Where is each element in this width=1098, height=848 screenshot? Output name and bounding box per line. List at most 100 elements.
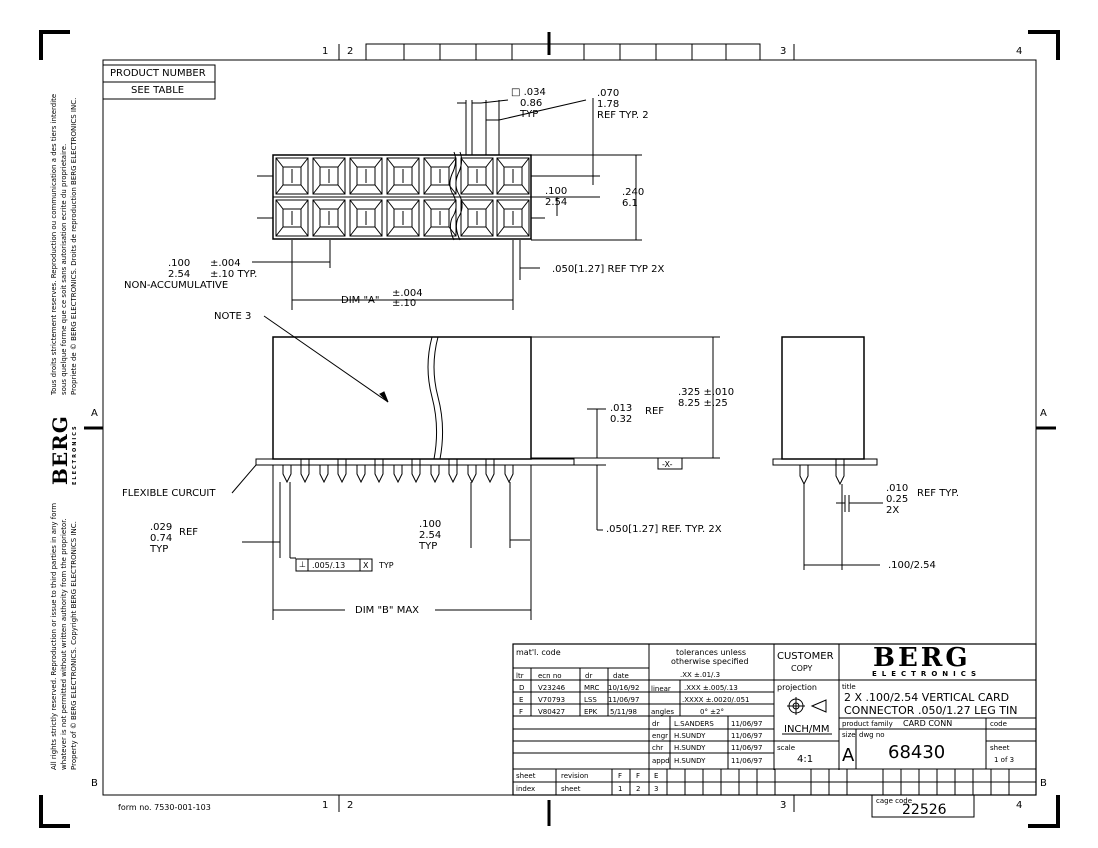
dim-pin-pitch-1: .100 [419, 519, 442, 530]
dim-a-tol2: ±.10 [392, 298, 417, 309]
dim-ref029-3: TYP [150, 544, 169, 555]
dim-pin-pitch-3: TYP [419, 541, 438, 552]
rev-sheet-num: 3 [654, 785, 659, 793]
dim-b: DIM "B" MAX [355, 605, 420, 616]
zone-right-a: A [1040, 408, 1047, 419]
flexible-circuit-label: FLEXIBLE CURCUIT [122, 488, 216, 499]
customer-label-1: CUSTOMER [777, 651, 834, 662]
zone-bottom-2: 2 [347, 800, 354, 811]
margin-text-fr-2: sous quelque forme que ce soit sans auto… [60, 143, 68, 395]
signoff-date: 11/06/97 [731, 757, 763, 765]
dim-a: DIM "A" [341, 295, 380, 306]
margin-text-en-2: whatever is not permitted without writte… [60, 518, 68, 770]
top-view-contacts [275, 157, 530, 237]
rev-letter: E [654, 772, 659, 780]
rev-row-ecn: V80427 [538, 708, 566, 716]
dim-pitch-left-1: .100 [168, 258, 191, 269]
rev-letter: F [636, 772, 641, 780]
corner-mark-tr [1028, 30, 1060, 60]
dim-ref010-3: 2X [886, 505, 900, 516]
units-label: INCH/MM [784, 724, 830, 735]
rev-header-ltr: ltr [516, 672, 524, 680]
rev-header-date: date [613, 672, 629, 680]
tol-header-1: tolerances unless [676, 648, 747, 657]
dim-height-in: .240 [622, 187, 645, 198]
rev-row-date: 10/16/92 [608, 684, 640, 692]
dim-ref050-top: .050[1.27] REF TYP 2X [552, 264, 665, 275]
zone-bottom-1: 1 [322, 800, 329, 811]
sheet-value: 1 of 3 [994, 756, 1015, 764]
corner-mark-br [1028, 795, 1060, 828]
customer-label-2: COPY [791, 664, 813, 673]
zone-top-4: 4 [1016, 46, 1023, 57]
dim-ref029-ref: REF [179, 527, 199, 538]
rev-row-dr: LSS [584, 696, 597, 704]
title-label: title [842, 683, 856, 691]
projection-label: projection [777, 683, 817, 692]
signoff-date: 11/06/97 [731, 720, 763, 728]
signoff-date: 11/06/97 [731, 744, 763, 752]
rev-sheet-label: sheet [561, 785, 581, 793]
index-label: index [516, 785, 536, 793]
dim-a-tol1: ±.004 [392, 288, 423, 299]
fcf-datum: X [363, 561, 369, 570]
signoff-role: engr [652, 732, 669, 740]
cage-code-value: 22526 [902, 802, 947, 818]
scale-label: scale [777, 744, 796, 752]
drawing-border [102, 59, 1037, 796]
matl-code-label: mat'l. code [516, 648, 561, 657]
dim-non-accum: NON-ACCUMULATIVE [124, 280, 229, 291]
dim-ref070-3: REF TYP. 2 [597, 110, 649, 121]
dim-pitch-mm: 2.54 [545, 197, 568, 208]
dim-ref070-2: 1.78 [597, 99, 620, 110]
dim-ref029-1: .029 [150, 522, 173, 533]
zone-left-a: A [91, 408, 98, 419]
signoff-name: H.SUNDY [674, 757, 706, 765]
dim-square-1: □ .034 [511, 87, 546, 98]
note-3-label: NOTE 3 [214, 311, 252, 322]
product-family-label: product family [842, 720, 893, 728]
zone-bottom-3: 3 [780, 800, 787, 811]
title-line-2: CONNECTOR .050/1.27 LEG TIN [844, 704, 1018, 717]
dim-h325-1: .325 ±.010 [678, 387, 735, 398]
dim-pitch-left-tol2: ±.10 TYP. [210, 269, 258, 280]
zone-bottom-4: 4 [1016, 800, 1023, 811]
signoff-date: 11/06/97 [731, 732, 763, 740]
side-view-outline [781, 336, 865, 460]
tol-xxxx: .XXXX ±.0020/.051 [682, 696, 750, 704]
rev-row-ecn: V70793 [538, 696, 566, 704]
dim-pitch-left-2: 2.54 [168, 269, 191, 280]
dim-ref013-ref: REF [645, 406, 665, 417]
rev-row-ltr: D [519, 684, 525, 692]
signoff-role: chr [652, 744, 664, 752]
fcf-symbol: ⊥ [299, 560, 306, 569]
dim-square-3: TYP [520, 109, 539, 120]
rev-row-dr: EPK [584, 708, 598, 716]
datum-x: -X- [662, 460, 673, 469]
dim-side-pitch: .100/2.54 [888, 560, 936, 571]
sheet-index-label: sheet [516, 772, 536, 780]
dim-pin-pitch-2: 2.54 [419, 530, 442, 541]
berg-logo: BERG [873, 643, 971, 673]
product-number-value: SEE TABLE [131, 85, 185, 96]
tol-header-2: otherwise specified [671, 657, 749, 666]
rev-letter: F [618, 772, 623, 780]
signoff-name: H.SUNDY [674, 744, 706, 752]
rev-header-ecn: ecn no [538, 672, 562, 680]
tol-xxx: .XXX ±.005/.13 [684, 684, 738, 692]
margin-berg-logo: BERG [48, 415, 72, 485]
rev-row-ecn: V23246 [538, 684, 566, 692]
tol-xx: .XX ±.01/.3 [680, 671, 721, 679]
dim-pitch-in: .100 [545, 186, 568, 197]
dim-h325-2: 8.25 ±.25 [678, 398, 728, 409]
berg-logo-sub: ELECTRONICS [872, 670, 982, 678]
signoff-role: dr [652, 720, 660, 728]
margin-text-fr-3: Propriete de © BERG ELECTRONICS. Droits … [70, 97, 78, 395]
corner-mark-bl [39, 795, 70, 828]
dim-ref029-2: 0.74 [150, 533, 173, 544]
cage-code-label: cage code [876, 797, 912, 805]
sheet-label: sheet [990, 744, 1010, 752]
dim-ref050-side: .050[1.27] REF. TYP. 2X [606, 524, 722, 535]
dim-ref010-1: .010 [886, 483, 909, 494]
